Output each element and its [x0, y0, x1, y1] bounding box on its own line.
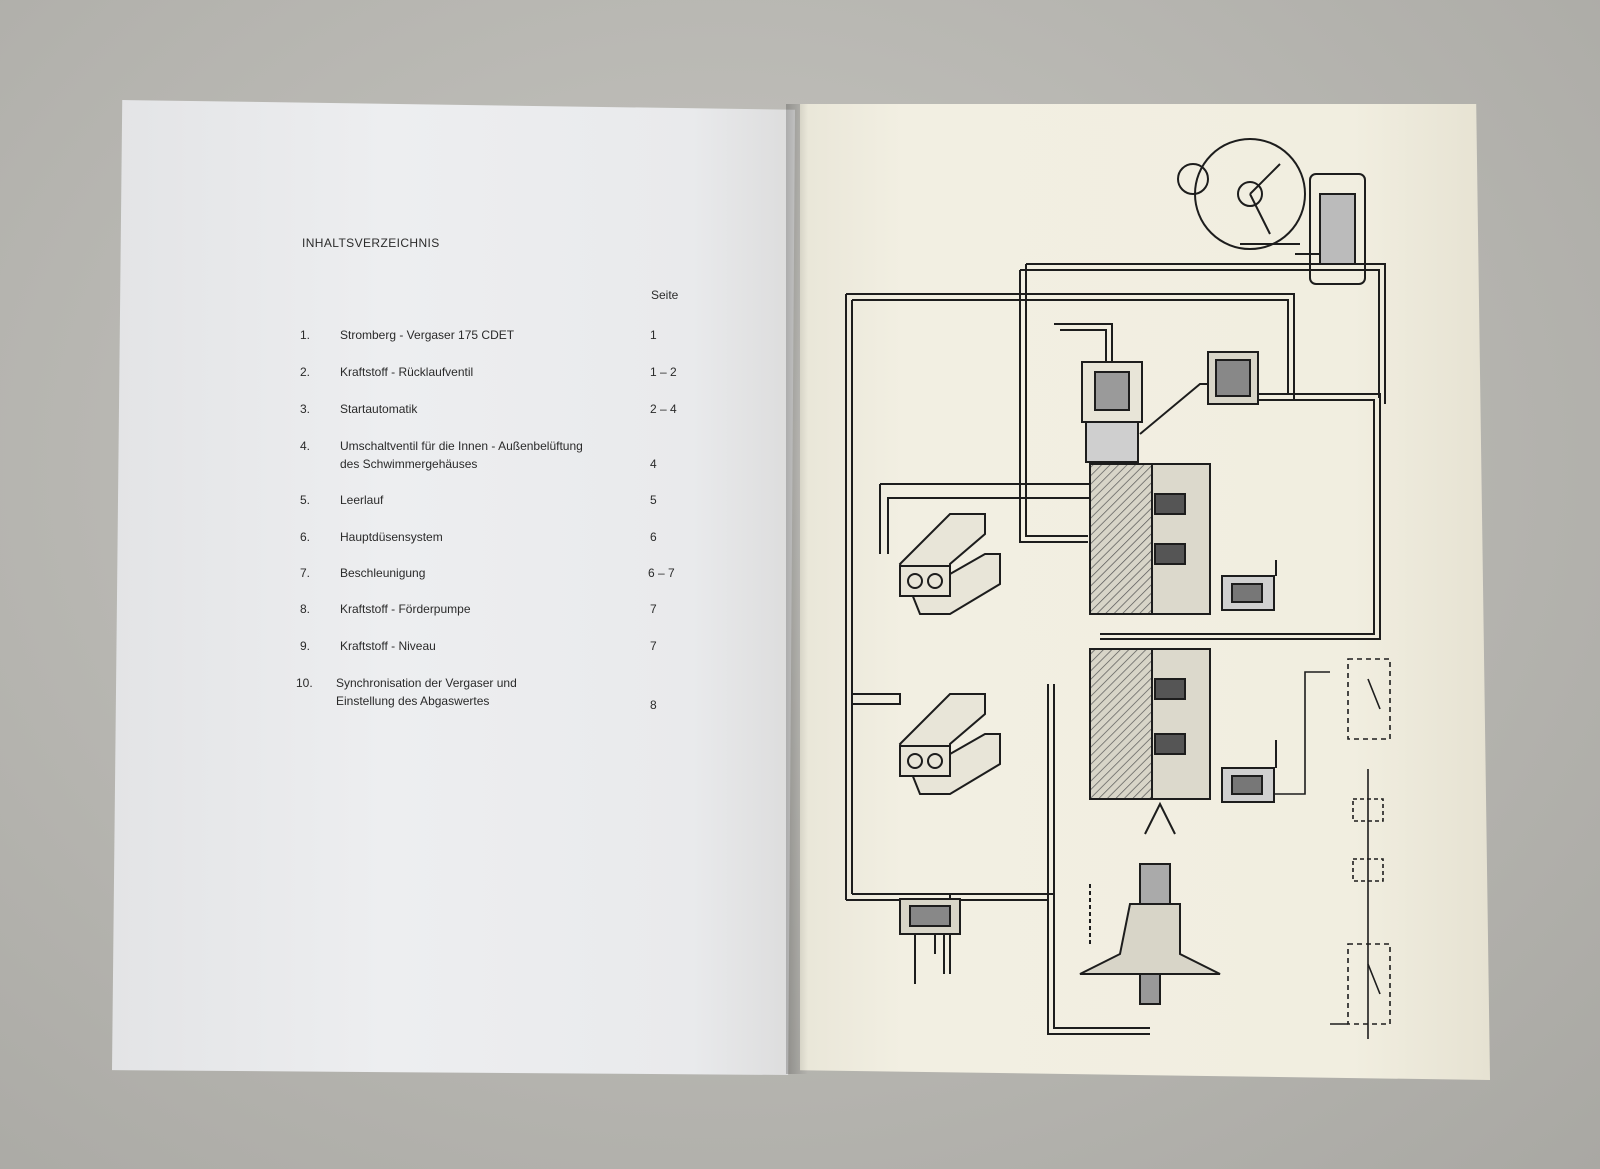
- vertical-pipe: [1019, 264, 1088, 543]
- toc-heading: INHALTSVERZEICHNIS: [302, 236, 440, 250]
- carburetor-upper: [1081, 351, 1259, 615]
- toc-entry: 10. Synchronisation der Vergaser und Ein…: [296, 674, 720, 714]
- toc-number: 9.: [300, 639, 311, 653]
- toc-page: 4: [650, 457, 657, 471]
- toc-title: Kraftstoff - Förderpumpe: [340, 602, 471, 616]
- toc-title: Startautomatik: [340, 402, 418, 416]
- toc-title: Leerlauf: [340, 493, 384, 507]
- page-column-label: Seite: [651, 288, 679, 302]
- diaphragm-pump: [1079, 801, 1221, 1005]
- toc-number: 8.: [300, 602, 311, 616]
- toc-title: Synchronisation der Vergaser und: [336, 676, 517, 690]
- manifold-link: [852, 693, 901, 705]
- toc-page: 7: [650, 639, 657, 653]
- toc-number: 5.: [300, 493, 311, 507]
- toc-page: 2 – 4: [650, 402, 677, 416]
- left-page: [112, 100, 795, 1075]
- intake-manifold-upper: [898, 513, 1001, 615]
- toc-page: 8: [650, 698, 657, 712]
- vacuum-switch: [899, 898, 961, 984]
- toc-title: Beschleunigung: [340, 566, 426, 580]
- toc-page: 6: [650, 530, 657, 544]
- toc-title: Kraftstoff - Niveau: [340, 639, 436, 653]
- toc-page: 1 – 2: [650, 365, 677, 379]
- carburetor-schematic: [845, 138, 1391, 1039]
- toc-number: 10.: [296, 676, 313, 690]
- toc-entry: 4. Umschaltventil für die Innen - Außenb…: [300, 437, 720, 477]
- spine-shadow: [786, 104, 808, 1074]
- toc-title: Hauptdüsensystem: [340, 530, 443, 544]
- toc-number: 6.: [300, 530, 311, 544]
- control-box-lower: [1221, 740, 1277, 803]
- toc-title-line2: des Schwimmergehäuses: [340, 457, 478, 471]
- upper-pipe: [1020, 263, 1386, 404]
- intake-manifold-lower: [898, 693, 1001, 795]
- toc-number: 1.: [300, 328, 311, 342]
- bottom-loop: [1047, 684, 1055, 1034]
- toc-page: 5: [650, 493, 657, 507]
- toc-page: 6 – 7: [648, 566, 675, 580]
- toc-page: 7: [650, 602, 657, 616]
- toc-number: 4.: [300, 439, 311, 453]
- outer-pipe-loop: [845, 293, 1295, 900]
- toc-number: 7.: [300, 566, 311, 580]
- control-box-upper: [1221, 560, 1277, 611]
- toc-page: 1: [650, 328, 657, 342]
- toc-title: Umschaltventil für die Innen - Außenbelü…: [340, 439, 583, 453]
- toc-title-line2: Einstellung des Abgaswertes: [336, 694, 490, 708]
- choke-mechanism: [1177, 138, 1366, 285]
- electrical-circuit: [1275, 658, 1391, 1039]
- inlet-pipe: [1054, 323, 1113, 364]
- carburetor-lower: [1089, 648, 1211, 800]
- toc-title: Stromberg - Vergaser 175 CDET: [340, 328, 515, 342]
- toc-title: Kraftstoff - Rücklaufventil: [340, 365, 474, 379]
- right-pipe: [1100, 393, 1381, 640]
- toc-number: 2.: [300, 365, 311, 379]
- toc-number: 3.: [300, 402, 311, 416]
